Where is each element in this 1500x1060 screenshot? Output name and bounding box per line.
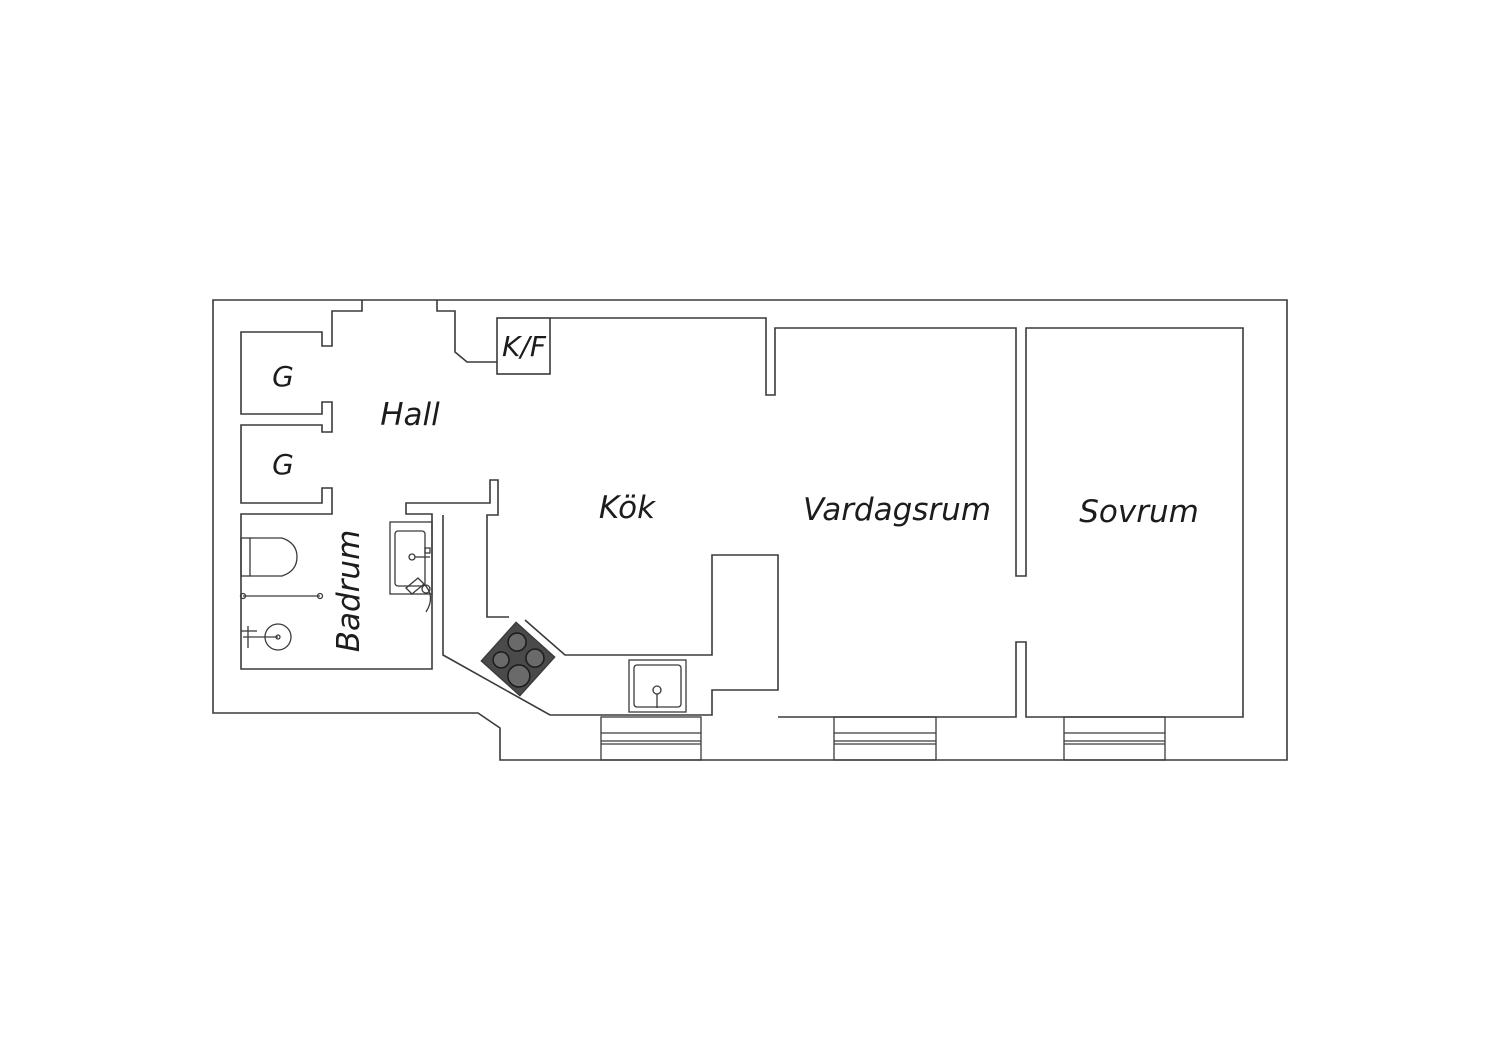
- kok-top-wall: [550, 317, 1244, 718]
- outer-wall: [212, 299, 1288, 761]
- room-label-vardagsrum: Vardagsrum: [803, 492, 991, 528]
- hall-wall-top: [436, 300, 497, 363]
- window-vardagsrum: [833, 716, 937, 761]
- kok-inner-outline: [442, 515, 779, 716]
- toilet-icon: [240, 537, 298, 577]
- bathroom-door-swing-icon: [405, 577, 432, 613]
- room-label-kok: Kök: [599, 490, 656, 526]
- room-label-badrum: Badrum: [331, 530, 367, 653]
- room-label-sovrum: Sovrum: [1079, 494, 1199, 530]
- room-label-kf: K/F: [502, 330, 547, 363]
- stove-icon: [480, 621, 556, 697]
- window-kok: [600, 716, 702, 761]
- hall-wall-left-upper: [240, 300, 509, 670]
- room-label-garderob-1: G: [272, 360, 294, 393]
- window-sovrum: [1063, 716, 1166, 761]
- room-label-hall: Hall: [380, 397, 440, 433]
- bathroom-sink-icon: [389, 521, 433, 595]
- room-label-garderob-2: G: [272, 448, 294, 481]
- kitchen-sink-icon: [628, 659, 687, 713]
- shower-head-icon: [241, 623, 292, 651]
- shower-rail-icon: [239, 592, 324, 600]
- kf-cabinet: [496, 317, 551, 375]
